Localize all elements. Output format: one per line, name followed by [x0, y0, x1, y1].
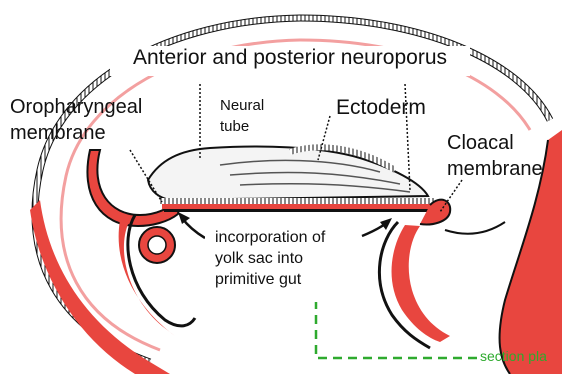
label-section-plane: section pla	[480, 349, 547, 365]
label-neural-tube-line2: tube	[220, 119, 249, 136]
disc-ectoderm-layer	[160, 198, 436, 204]
label-yolk-sac-incorporation: incorporation of yolk sac into primitive…	[205, 222, 357, 302]
label-neural-tube-line1: Neural	[220, 98, 264, 115]
label-cloacal-line1: Cloacal	[447, 132, 514, 154]
arrow-head-right	[380, 218, 392, 230]
diagram-title: Anterior and posterior neuroporus	[110, 46, 470, 76]
arrow-head-left	[178, 212, 190, 224]
disc-endoderm-layer	[164, 209, 432, 212]
label-cloacal-line2: membrane	[447, 158, 543, 180]
neural-tube	[148, 147, 428, 200]
allantois-stalk	[445, 222, 505, 234]
label-oropharyngeal-line1: Oropharyngeal	[10, 96, 142, 118]
label-ectoderm: Ectoderm	[336, 96, 426, 120]
disc-mesoderm-layer	[162, 204, 434, 209]
section-plane-line	[316, 300, 478, 358]
foregut-lumen-core	[148, 236, 166, 254]
label-oropharyngeal-line2: membrane	[10, 122, 106, 144]
